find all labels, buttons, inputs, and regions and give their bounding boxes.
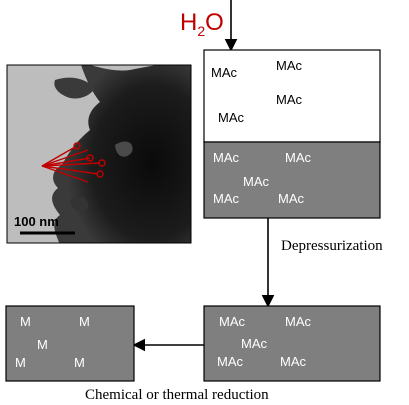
bottom-right-box-label: MAc (219, 314, 246, 329)
top-box-label: MAc (276, 58, 303, 73)
depressurization-label: Depressurization (281, 238, 383, 254)
middle-box-label: MAc (285, 150, 312, 165)
bottom-right-box-label: MAc (217, 354, 244, 369)
tem-scale-label: 100 nm (14, 214, 59, 229)
middle-box-label: MAc (278, 191, 305, 206)
bottom-left-box-label: M (37, 337, 48, 352)
bottom-right-box-label: MAc (241, 336, 268, 351)
middle-box (203, 141, 381, 219)
bottom-left-box-label: M (74, 355, 85, 370)
bottom-left-box-label: M (15, 355, 26, 370)
bottom-left-box-label: M (20, 314, 31, 329)
middle-box-label: MAc (213, 191, 240, 206)
bottom-left-box-label: M (79, 314, 90, 329)
top-box-label: MAc (218, 110, 245, 125)
bottom-right-box-label: MAc (280, 354, 307, 369)
top-box-label: MAc (276, 92, 303, 107)
middle-box-label: MAc (213, 150, 240, 165)
nanoparticle-markers (41, 142, 106, 183)
bottom-right-box-label: MAc (285, 314, 312, 329)
reduction-label: Chemical or thermal reduction (85, 387, 269, 403)
tem-frame (6, 64, 192, 244)
top-box (203, 49, 381, 143)
tem-micrograph (7, 65, 191, 243)
water-label: H2O (180, 9, 224, 39)
top-box-label: MAc (211, 65, 238, 80)
middle-box-label: MAc (243, 174, 270, 189)
bottom-right-box (203, 305, 381, 382)
bottom-left-box (5, 305, 135, 382)
